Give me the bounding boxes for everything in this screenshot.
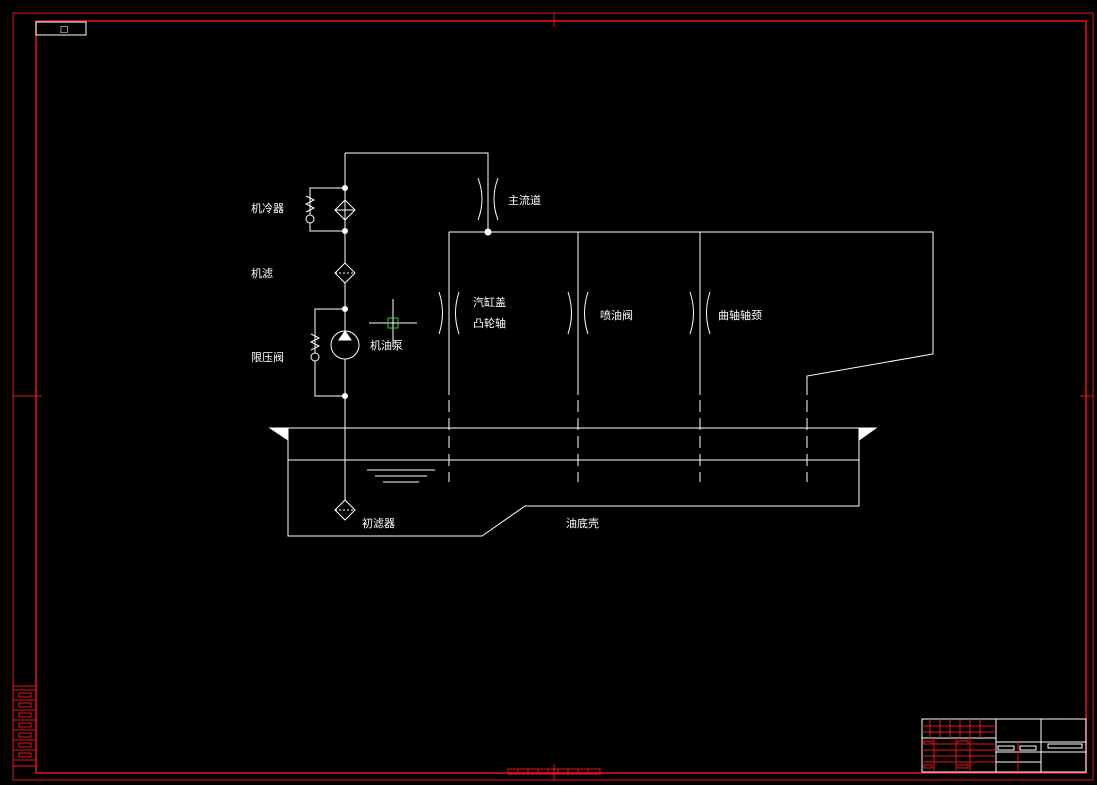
junction-dot xyxy=(484,228,492,236)
strainer-diamond-icon xyxy=(334,499,356,521)
outer-border xyxy=(12,12,1094,781)
bottom-ruler xyxy=(507,768,601,775)
gallery-header xyxy=(449,231,934,395)
crank-orifice xyxy=(689,291,711,335)
bottom-ruler-ticks xyxy=(517,769,589,774)
label-oil-pump: 机油泵 xyxy=(370,338,403,352)
filter-diamond-icon xyxy=(334,262,356,284)
lubrication-schematic xyxy=(268,152,934,537)
side-table xyxy=(12,685,37,767)
return-dashes xyxy=(448,400,808,482)
drawing-frame xyxy=(12,12,1094,781)
cursor-pickbox xyxy=(387,317,399,329)
label-filter: 机滤 xyxy=(251,266,273,280)
relief-valve-icon xyxy=(304,195,316,224)
supply-pipe xyxy=(345,152,489,232)
title-box[interactable]: □ xyxy=(35,21,87,36)
labels: 机冷器 机滤 限压阀 机油泵 主流道 汽缸盖 凸轮轴 喷油阀 曲轴轴颈 初滤器 … xyxy=(251,193,762,530)
label-cooler: 机冷器 xyxy=(251,201,284,215)
label-cylinder-head-1: 汽缸盖 xyxy=(473,295,506,309)
pump-icon xyxy=(330,330,360,360)
injector-orifice xyxy=(567,291,589,335)
inner-border xyxy=(35,20,1087,774)
label-oil-pan: 油底壳 xyxy=(566,516,599,530)
crosshair-cursor-icon[interactable] xyxy=(369,299,417,347)
oil-pan xyxy=(268,427,878,537)
main-gallery-orifice xyxy=(477,177,499,221)
label-crank-journal: 曲轴轴颈 xyxy=(718,308,762,322)
junction-dot xyxy=(342,306,348,312)
relief-valve-icon xyxy=(309,333,321,362)
title-box-symbol: □ xyxy=(60,25,69,35)
label-pressure-valve: 限压阀 xyxy=(251,350,284,364)
title-block xyxy=(921,718,1087,773)
junction-dot xyxy=(342,393,348,399)
junction-dot xyxy=(342,185,348,191)
junction-dot xyxy=(342,228,348,234)
label-injector-valve: 喷油阀 xyxy=(600,308,633,322)
label-main-gallery: 主流道 xyxy=(508,193,541,207)
liquid-level-icon xyxy=(367,469,435,483)
head-orifice xyxy=(438,291,460,335)
label-cylinder-head-2: 凸轮轴 xyxy=(473,316,506,330)
label-strainer: 初滤器 xyxy=(362,516,395,530)
cooler-diamond-icon xyxy=(334,199,356,221)
